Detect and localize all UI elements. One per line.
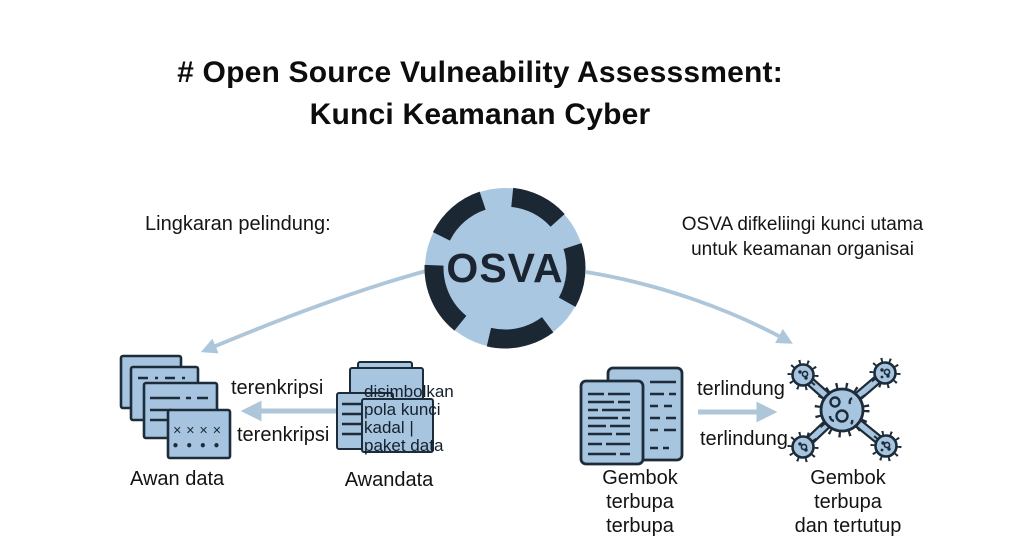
- page-title: # Open Source Vulneability Assesssment: …: [0, 52, 960, 136]
- osva-chip-icon: OSVA: [424, 187, 586, 349]
- svg-text:••••: ••••: [172, 439, 227, 453]
- right-annotation-line1: OSVA difkeliingi kunci utama: [681, 214, 924, 235]
- flow-label-encrypt-bottom: terenkripsi: [237, 424, 330, 446]
- flow-label-encrypt-top: terenkripsi: [231, 377, 324, 399]
- packet-text-line3: kadal |: [364, 418, 414, 437]
- label-gembok-closed-line2: dan tertutup: [794, 515, 902, 537]
- label-gembok-closed: Gembok terbupa dan tertutup: [776, 466, 920, 538]
- label-awandata: Awandata: [344, 469, 434, 491]
- packet-card-front: [361, 398, 434, 453]
- label-gembok-open-line2: terbupa: [606, 515, 674, 537]
- virus-network-icon: [787, 357, 902, 463]
- page-title-line2: Kunci Keamanan Cyber: [309, 98, 651, 131]
- packet-text-line1: disimbolkan: [364, 382, 454, 401]
- packet-text: disimbolkan pola kunci kadal | paket dat…: [364, 383, 454, 455]
- left-annotation: Lingkaran pelindung:: [145, 213, 331, 235]
- label-gembok-open: Gembok terbupa terbupa: [568, 466, 712, 538]
- label-gembok-closed-line1: Gembok terbupa: [810, 467, 886, 513]
- curved-arrow-right: [585, 270, 793, 344]
- label-gembok-open-line1: Gembok terbupa: [602, 467, 678, 513]
- flow-label-protect-bottom: terlindung: [700, 428, 788, 450]
- svg-text:✕✕✕✕: ✕✕✕✕: [173, 424, 226, 437]
- page-title-line1: # Open Source Vulneability Assesssment:: [177, 56, 783, 89]
- flow-label-protect-top: terlindung: [697, 378, 785, 400]
- packet-text-line4: paket data: [364, 436, 444, 455]
- osva-hub-label: OSVA: [446, 245, 563, 291]
- document-stack-icon: ✕✕✕✕ ••••: [119, 354, 232, 460]
- label-awan-data: Awan data: [130, 468, 225, 490]
- right-annotation-line2: untuk keamanan organisai: [691, 239, 914, 260]
- document-pair-icon: [579, 366, 684, 466]
- right-annotation: OSVA difkeliingi kunci utama untuk keama…: [660, 212, 945, 262]
- curved-arrow-left: [200, 269, 427, 354]
- packet-text-line2: pola kunci: [364, 400, 441, 419]
